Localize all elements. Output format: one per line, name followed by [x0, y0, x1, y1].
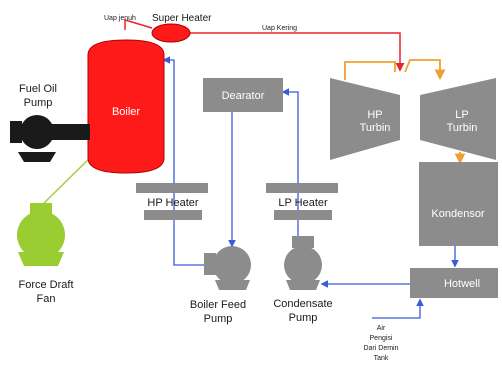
label-condensate-pump-2: Pump	[289, 312, 318, 324]
label-hp-turbin-1: HP	[367, 109, 382, 121]
extraction-line-hp-to-lp	[404, 59, 446, 81]
dearator	[203, 78, 283, 112]
label-dearator: Dearator	[222, 90, 265, 102]
label-lp-turbin-1: LP	[455, 109, 468, 121]
fuel-oil-pump	[10, 115, 90, 162]
label-hotwell: Hotwell	[444, 278, 480, 290]
label-air-pengisi-3: Dari Demin	[363, 345, 398, 352]
label-super-heater: Super Heater	[152, 13, 212, 24]
label-air-pengisi-1: Air	[377, 325, 386, 332]
label-force-draft-fan-1: Force Draft	[18, 279, 73, 291]
label-lp-heater: LP Heater	[278, 197, 328, 209]
steam-line-boiler-to-superheater	[124, 18, 153, 30]
condensate-pump	[284, 236, 322, 290]
boiler	[87, 39, 165, 174]
hp-heater	[136, 183, 208, 220]
label-boiler-feed-pump-1: Boiler Feed	[190, 299, 246, 311]
force-draft-fan	[17, 203, 65, 266]
water-line-makeup-to-hotwell	[372, 298, 424, 319]
label-boiler-feed-pump-2: Pump	[204, 313, 233, 325]
extraction-line-hp-left	[344, 61, 396, 80]
label-fuel-oil-pump-1: Fuel Oil	[19, 83, 57, 95]
lp-turbin	[420, 78, 496, 160]
label-lp-turbin-2: Turbin	[447, 122, 478, 134]
label-boiler: Boiler	[112, 106, 140, 118]
steam-line-superheater-to-hp-turbin	[190, 32, 405, 72]
water-line-feed-pump-to-boiler	[162, 56, 208, 266]
boiler-feed-pump	[204, 246, 251, 290]
air-line-fan-to-boiler	[41, 151, 97, 206]
lp-heater	[266, 183, 338, 220]
kondensor	[419, 162, 498, 246]
label-uap-jenuh: Uap jenuh	[104, 15, 136, 22]
super-heater	[151, 23, 191, 43]
label-air-pengisi-2: Pengisi	[370, 335, 393, 342]
label-uap-kering: Uap Kering	[262, 25, 297, 32]
label-force-draft-fan-2: Fan	[37, 293, 56, 305]
label-air-pengisi-4: Tank	[374, 355, 389, 362]
hp-turbin	[330, 78, 400, 160]
label-fuel-oil-pump-2: Pump	[24, 97, 53, 109]
label-hp-turbin-2: Turbin	[360, 122, 391, 134]
label-condensate-pump-1: Condensate	[273, 298, 332, 310]
hotwell	[410, 268, 498, 298]
label-hp-heater: HP Heater	[147, 197, 198, 209]
label-kondensor: Kondensor	[431, 208, 485, 220]
